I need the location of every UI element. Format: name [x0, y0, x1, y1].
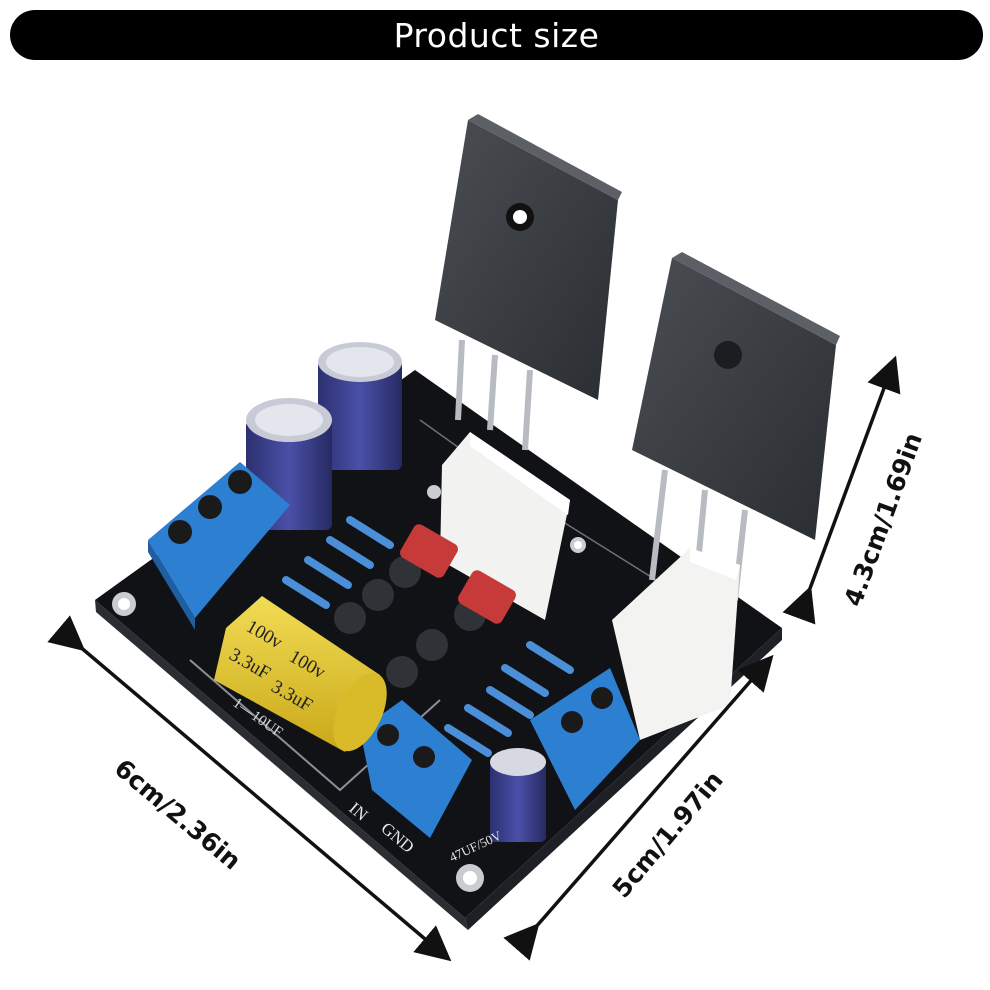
width-dimension-arrow — [503, 654, 774, 961]
banner-title: Product size — [393, 15, 600, 55]
height-dimension-arrow — [782, 355, 901, 625]
power-transistor-left — [435, 114, 622, 451]
screw-terminal-3pin — [148, 462, 290, 630]
capacitor-small-blue — [490, 748, 546, 842]
capacitor-blue-back — [318, 342, 402, 470]
length-dimension-arrow — [47, 615, 452, 962]
title-banner: Product size — [10, 10, 983, 60]
